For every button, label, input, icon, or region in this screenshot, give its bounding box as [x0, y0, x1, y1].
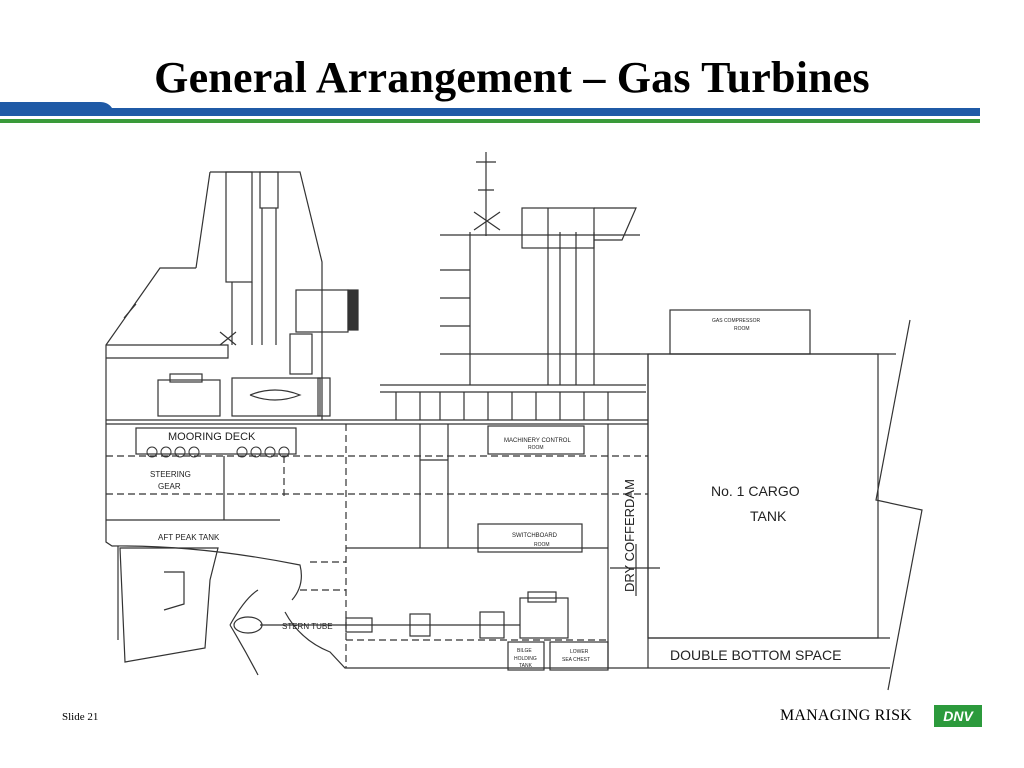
label-lower-sea-chest-1: LOWER	[570, 649, 589, 655]
slide-title: General Arrangement – Gas Turbines	[154, 53, 870, 102]
label-gas-compressor-2: ROOM	[734, 326, 750, 332]
machinery-shaft	[419, 424, 449, 548]
rudder	[119, 547, 219, 663]
funnel-outline	[210, 171, 323, 420]
label-machinery-control-1: MACHINERY CONTROL	[504, 438, 571, 444]
exhaust-pipe-right	[259, 171, 279, 209]
lower-sea-chest	[549, 641, 609, 671]
label-bilge-2: HOLDING	[514, 656, 537, 662]
slide-number: Slide 21	[62, 711, 99, 723]
label-aft-peak-tank: AFT PEAK TANK	[158, 533, 220, 542]
superstructure-mid	[469, 232, 595, 385]
title-bar-green	[0, 119, 980, 123]
aft-superstructure	[105, 267, 196, 420]
label-gas-compressor-1: GAS COMPRESSOR	[712, 318, 760, 324]
title-underline-bars	[0, 102, 980, 123]
company-logo: DNV	[934, 705, 982, 727]
label-bilge-3: TANK	[519, 663, 533, 669]
gearbox	[519, 597, 569, 639]
label-dry-cofferdam: DRY COFFERDAM	[622, 479, 637, 592]
aft-hull	[105, 420, 302, 601]
label-cargo-tank-1: No. 1 CARGO	[711, 483, 800, 499]
label-cargo-tank-2: TANK	[750, 508, 787, 524]
propeller	[229, 589, 259, 676]
wheelhouse-top	[521, 207, 595, 249]
deck-house-front	[380, 384, 646, 393]
label-steering-gear-2: GEAR	[158, 482, 181, 491]
mooring-deck-room	[135, 427, 297, 455]
label-bilge-1: BILGE	[517, 648, 532, 654]
switchboard-room	[477, 523, 583, 553]
mast	[473, 152, 501, 236]
label-steering-gear-1: STEERING	[150, 470, 191, 479]
gas-turbine-1	[157, 379, 221, 417]
label-double-bottom: DOUBLE BOTTOM SPACE	[670, 647, 841, 663]
machinery-control-room	[487, 425, 585, 455]
label-switchboard-1: SWITCHBOARD	[512, 533, 558, 539]
exhaust-pipe-left	[225, 171, 253, 283]
label-switchboard-2: ROOM	[534, 542, 550, 548]
label-lower-sea-chest-2: SEA CHEST	[562, 657, 590, 663]
label-mooring-deck: MOORING DECK	[168, 431, 256, 443]
hull-bottom	[284, 611, 890, 669]
gas-compressor-room	[669, 309, 811, 355]
bilge-holding-tank	[507, 641, 545, 671]
label-stern-tube: STERN TUBE	[282, 622, 333, 631]
title-bar-blue	[0, 102, 980, 116]
gas-turbine-2	[231, 377, 321, 417]
label-machinery-control-2: ROOM	[528, 445, 544, 451]
footer-tagline: MANAGING RISK	[780, 707, 912, 724]
